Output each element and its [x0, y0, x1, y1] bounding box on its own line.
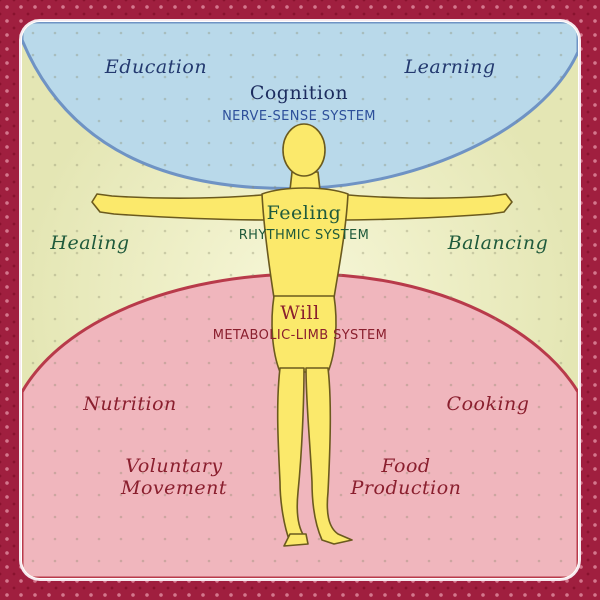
- activity-voluntary-movement-line2: Movement: [120, 477, 228, 499]
- activity-education: Education: [104, 56, 208, 78]
- human-figure-icon: [91, 123, 513, 547]
- domain-feeling: Feeling: [266, 202, 342, 224]
- activity-food-production-line1: Food: [381, 455, 431, 477]
- activity-healing: Healing: [50, 232, 130, 254]
- activity-balancing: Balancing: [447, 232, 549, 254]
- activity-voluntary-movement-line1: Voluntary: [125, 455, 223, 477]
- activity-cooking: Cooking: [446, 393, 530, 415]
- activity-nutrition: Nutrition: [83, 393, 177, 415]
- zone-diagram: [22, 22, 578, 578]
- system-nerve-sense: NERVE-SENSE SYSTEM: [222, 109, 376, 124]
- diagram-panel: Education Learning Cognition NERVE-SENSE…: [22, 22, 578, 578]
- activity-voluntary-movement: Voluntary Movement: [121, 455, 227, 499]
- system-rhythmic: RHYTHMIC SYSTEM: [238, 228, 370, 243]
- domain-will: Will: [280, 302, 320, 324]
- domain-cognition: Cognition: [249, 82, 349, 104]
- activity-food-production: Food Production: [351, 455, 462, 499]
- activity-food-production-line2: Production: [350, 477, 462, 499]
- activity-learning: Learning: [404, 56, 496, 78]
- system-metabolic-limb: METABOLIC-LIMB SYSTEM: [212, 328, 388, 343]
